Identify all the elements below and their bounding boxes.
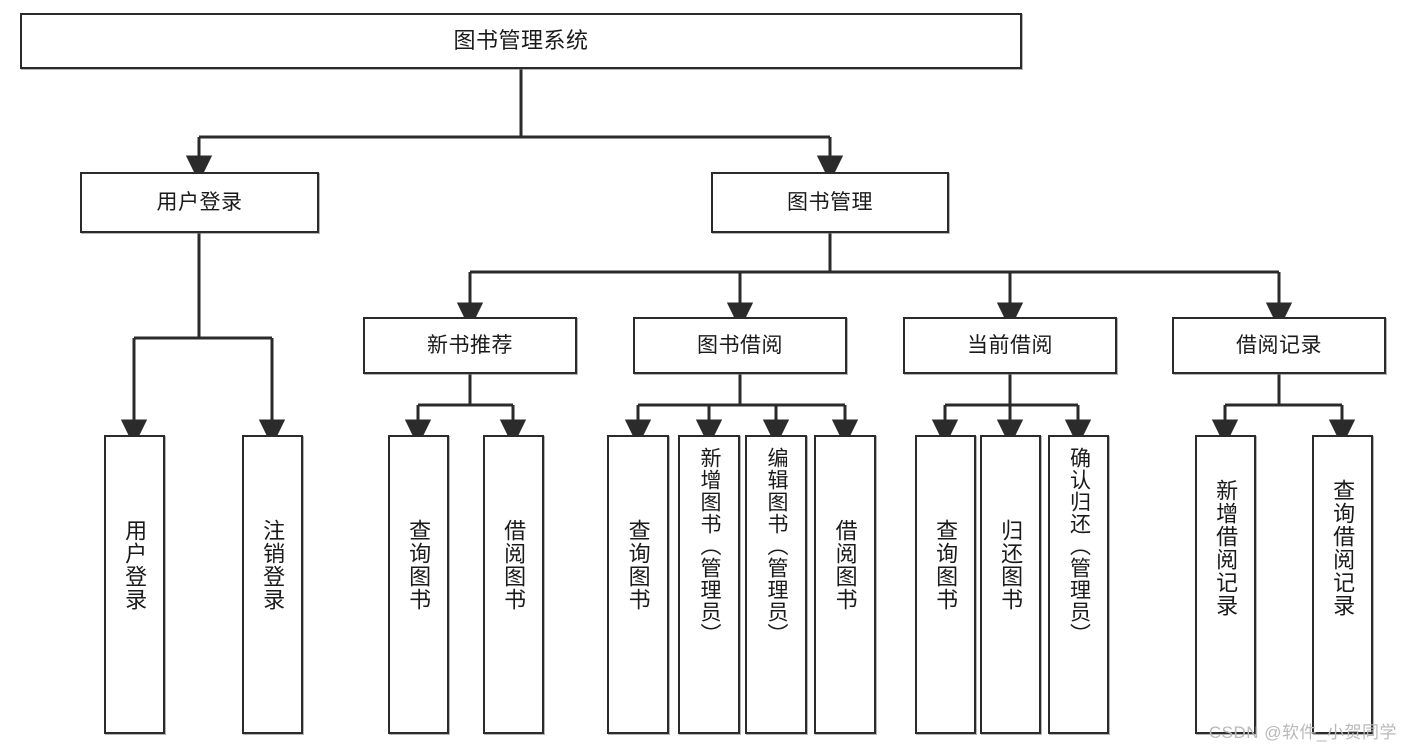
csdn-watermark: CSDN @软件_小贺同学	[1208, 723, 1397, 742]
node-root-book-management-system[interactable]: 图书管理系统	[20, 13, 1022, 69]
node-label: 用户登录	[122, 519, 148, 611]
node-leaf-logout-login[interactable]: 注销登录	[242, 435, 303, 734]
node-book-borrow[interactable]: 图书借阅	[633, 317, 847, 374]
node-label: 新书推荐	[427, 333, 513, 357]
node-label: 查询借阅记录	[1330, 479, 1356, 617]
node-label: 图书借阅	[697, 333, 783, 357]
node-label: 查询图书	[933, 519, 959, 611]
node-leaf-add-book-admin[interactable]: 新增图书（管理员）	[678, 435, 740, 734]
node-label: 新增图书（管理员）	[698, 447, 722, 645]
node-label: 借阅记录	[1236, 333, 1322, 357]
node-borrow-record[interactable]: 借阅记录	[1172, 317, 1386, 374]
node-label: 查询图书	[625, 519, 651, 611]
node-label: 注销登录	[260, 519, 286, 611]
node-current-borrow[interactable]: 当前借阅	[903, 317, 1117, 374]
node-leaf-query-borrow-record[interactable]: 查询借阅记录	[1312, 435, 1373, 734]
node-label: 当前借阅	[967, 333, 1053, 357]
node-label: 借阅图书	[832, 519, 858, 611]
node-leaf-borrow-book-borrow[interactable]: 借阅图书	[814, 435, 876, 734]
node-label: 图书管理	[787, 190, 873, 214]
node-label: 借阅图书	[501, 519, 527, 611]
node-label: 查询图书	[406, 519, 432, 611]
node-leaf-return-book[interactable]: 归还图书	[980, 435, 1041, 734]
node-leaf-query-book-borrow[interactable]: 查询图书	[607, 435, 669, 734]
node-book-management[interactable]: 图书管理	[711, 172, 949, 233]
node-leaf-user-login[interactable]: 用户登录	[104, 435, 165, 734]
node-label: 图书管理系统	[453, 27, 589, 53]
node-label: 新增借阅记录	[1213, 479, 1239, 617]
node-label: 用户登录	[156, 190, 243, 214]
node-leaf-add-borrow-record[interactable]: 新增借阅记录	[1195, 435, 1256, 734]
node-leaf-query-book-current[interactable]: 查询图书	[915, 435, 976, 734]
node-leaf-query-book-recommend[interactable]: 查询图书	[388, 435, 449, 734]
node-leaf-edit-book-admin[interactable]: 编辑图书（管理员）	[745, 435, 807, 734]
node-label: 归还图书	[998, 519, 1024, 611]
node-new-book-recommend[interactable]: 新书推荐	[363, 317, 577, 374]
node-label: 确认归还（管理员）	[1067, 447, 1091, 645]
node-user-login[interactable]: 用户登录	[80, 172, 319, 233]
node-leaf-borrow-book-recommend[interactable]: 借阅图书	[483, 435, 544, 734]
node-label: 编辑图书（管理员）	[765, 447, 789, 645]
node-leaf-confirm-return-admin[interactable]: 确认归还（管理员）	[1048, 435, 1109, 734]
